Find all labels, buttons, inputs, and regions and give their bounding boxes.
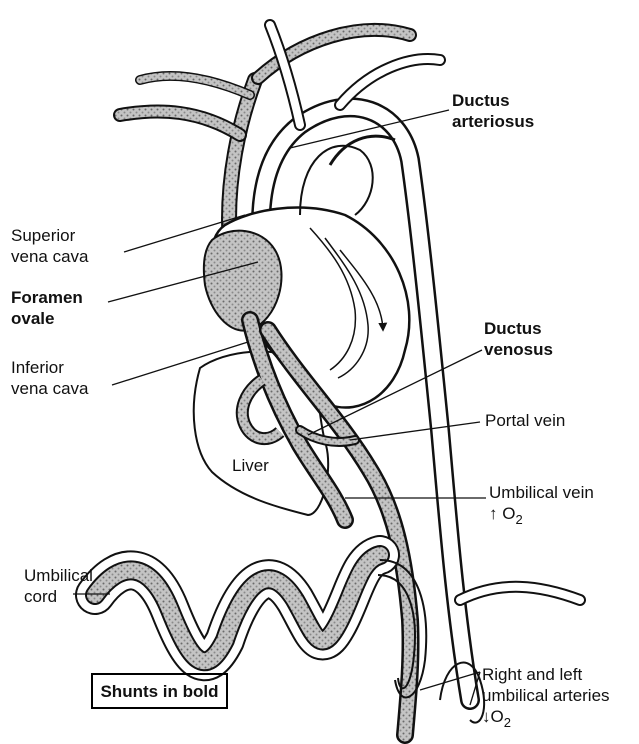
ductus-arteriosus-line2: arteriosus (452, 111, 534, 132)
umbilical-cord (95, 555, 380, 661)
arteries-o2: ↓O2 (482, 706, 610, 733)
label-umbilical-vein: Umbilical vein ↑ O2 (489, 482, 594, 530)
label-superior-vena-cava: Superior vena cava (11, 225, 89, 267)
label-foramen-ovale: Foramen ovale (11, 287, 83, 329)
up-arrow-icon: ↑ (489, 504, 498, 523)
key-text: Shunts in bold (100, 681, 218, 702)
umbilical-vein-o2: ↑ O2 (489, 503, 594, 530)
ductus-arteriosus-vessel (330, 136, 395, 165)
inferior-vena-cava-line1: Inferior (11, 357, 89, 378)
umbilical-cord-line1: Umbilical (24, 565, 93, 586)
o2-subscript: 2 (515, 512, 522, 527)
arteries-o2-subscript: 2 (504, 715, 511, 730)
ductus-venosus-line2: venosus (484, 339, 553, 360)
foramen-ovale-line2: ovale (11, 308, 83, 329)
down-arrow-icon: ↓ (482, 707, 491, 726)
o2-letter: O (502, 504, 515, 523)
arteries-line2: umbilical arteries (482, 685, 610, 706)
label-umbilical-arteries: Right and left umbilical arteries ↓O2 (482, 664, 610, 733)
umbilical-cord-line2: cord (24, 586, 93, 607)
label-umbilical-cord: Umbilical cord (24, 565, 93, 607)
superior-vena-cava-line1: Superior (11, 225, 89, 246)
label-ductus-venosus: Ductus venosus (484, 318, 553, 360)
arteries-o2-letter: O (491, 707, 504, 726)
superior-vena-cava-line2: vena cava (11, 246, 89, 267)
foramen-ovale-line1: Foramen (11, 287, 83, 308)
arteries-line1: Right and left (482, 664, 610, 685)
inferior-vena-cava-line2: vena cava (11, 378, 89, 399)
ductus-arteriosus-line1: Ductus (452, 90, 534, 111)
label-liver: Liver (232, 455, 269, 476)
umbilical-vein-line1: Umbilical vein (489, 482, 594, 503)
label-ductus-arteriosus: Ductus arteriosus (452, 90, 534, 132)
key-box: Shunts in bold (91, 673, 228, 709)
label-portal-vein: Portal vein (485, 410, 565, 431)
ductus-venosus-line1: Ductus (484, 318, 553, 339)
label-inferior-vena-cava: Inferior vena cava (11, 357, 89, 399)
